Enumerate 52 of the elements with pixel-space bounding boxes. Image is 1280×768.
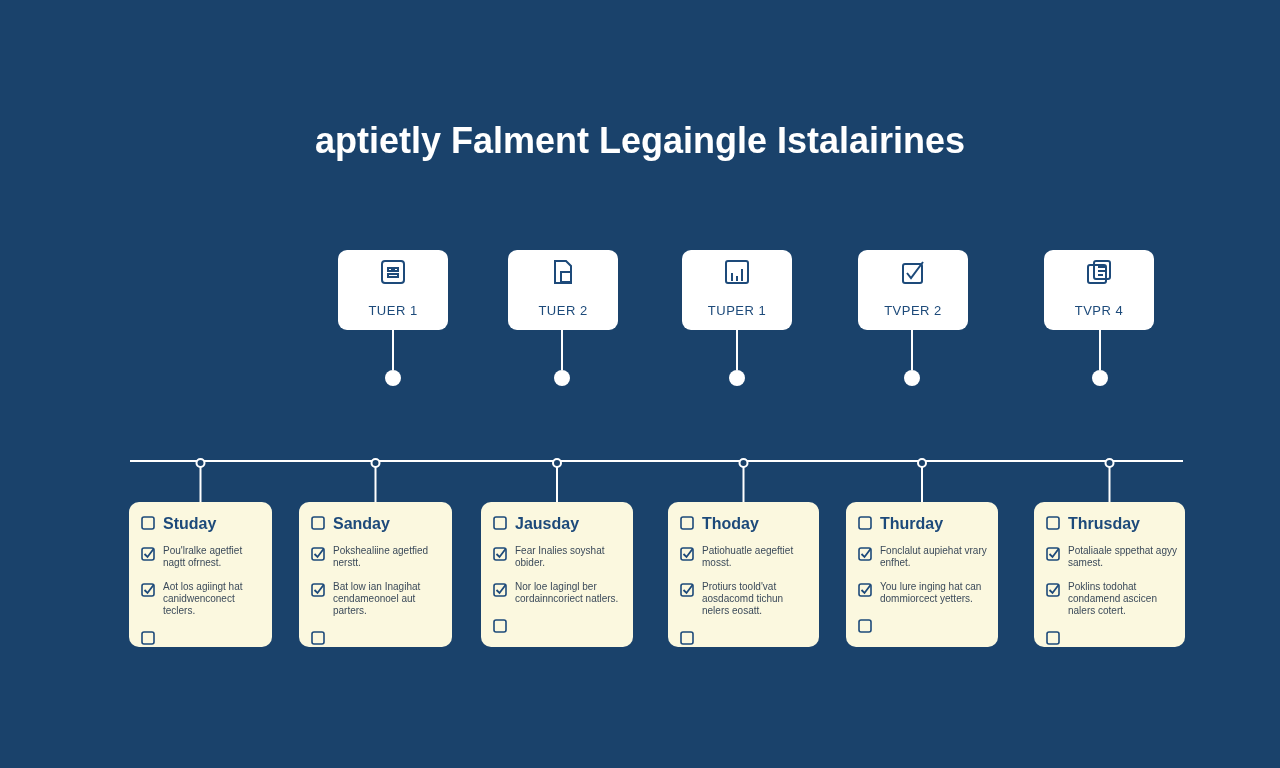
connector-line — [911, 329, 913, 371]
task-text: Fonclalut aupiehat vrary enfhet. — [880, 545, 988, 569]
step-card — [858, 250, 968, 330]
task-text: Bat low ian Inagihat cendameonoel aut parters. — [333, 581, 422, 617]
day-card — [129, 502, 272, 647]
connector-line — [1108, 466, 1111, 503]
connector-line — [392, 329, 394, 371]
task-text: Nor loe Iagingl ber cordainncoriect natlers. — [515, 581, 620, 605]
task-text: Poklins todohat condamend ascicen nalers cotert. — [1068, 581, 1158, 617]
day-heading: Thurday — [880, 514, 945, 533]
day-card — [846, 502, 998, 647]
timeline-dot — [385, 370, 401, 386]
timeline-dot — [554, 370, 570, 386]
task-text: Pou'lralke agetfiet nagtt ofrnest. — [163, 545, 244, 569]
step-label: TVPER 2 — [884, 303, 942, 318]
timeline-dot — [1092, 370, 1108, 386]
task-text: Pokshealiine agetfied nerstt. — [333, 545, 430, 569]
day-card — [481, 502, 633, 647]
step-label: TVPR 4 — [1074, 303, 1124, 318]
step-label: TUER 1 — [368, 303, 418, 318]
step-card — [338, 250, 448, 330]
day-card — [668, 502, 819, 647]
timeline-dot — [729, 370, 745, 386]
step-card — [508, 250, 618, 330]
connector-line — [374, 466, 377, 503]
task-text: You lure inging hat can dommiorcect yetters. — [880, 581, 983, 605]
connector-line — [736, 329, 738, 371]
day-card — [1034, 502, 1185, 647]
connector-line — [561, 329, 563, 371]
connector-line — [556, 466, 558, 503]
timeline-dot — [904, 370, 920, 386]
connector-line — [1099, 329, 1101, 371]
task-text: Protiurs toold'vat aosdacomd tichun nelers eosatt. — [702, 581, 785, 617]
connector-line — [199, 466, 202, 503]
day-heading: Thoday — [702, 514, 760, 533]
diagram-title: aptietly Falment Legaingle Istalairines — [313, 120, 967, 162]
day-heading: Studay — [163, 514, 218, 533]
connector-line — [921, 466, 923, 503]
step-card — [682, 250, 792, 330]
task-text: Patiohuatle aegeftiet mosst. — [702, 545, 795, 569]
timeline-line — [130, 455, 1183, 469]
day-card — [299, 502, 452, 647]
connector-line — [742, 466, 745, 503]
day-heading: Thrusday — [1068, 514, 1141, 533]
day-heading: Jausday — [515, 514, 581, 533]
day-heading: Sanday — [333, 514, 391, 533]
task-text: Aot los agiingt hat canidwenconect teclers. — [163, 581, 244, 617]
step-card — [1044, 250, 1154, 330]
step-label: TUER 2 — [538, 303, 588, 318]
task-text: Fear Inalies soyshat obider. — [515, 545, 606, 569]
step-label: TUPER 1 — [707, 303, 767, 318]
task-text: Potaliaale sppethat agyy samest. — [1068, 545, 1177, 569]
